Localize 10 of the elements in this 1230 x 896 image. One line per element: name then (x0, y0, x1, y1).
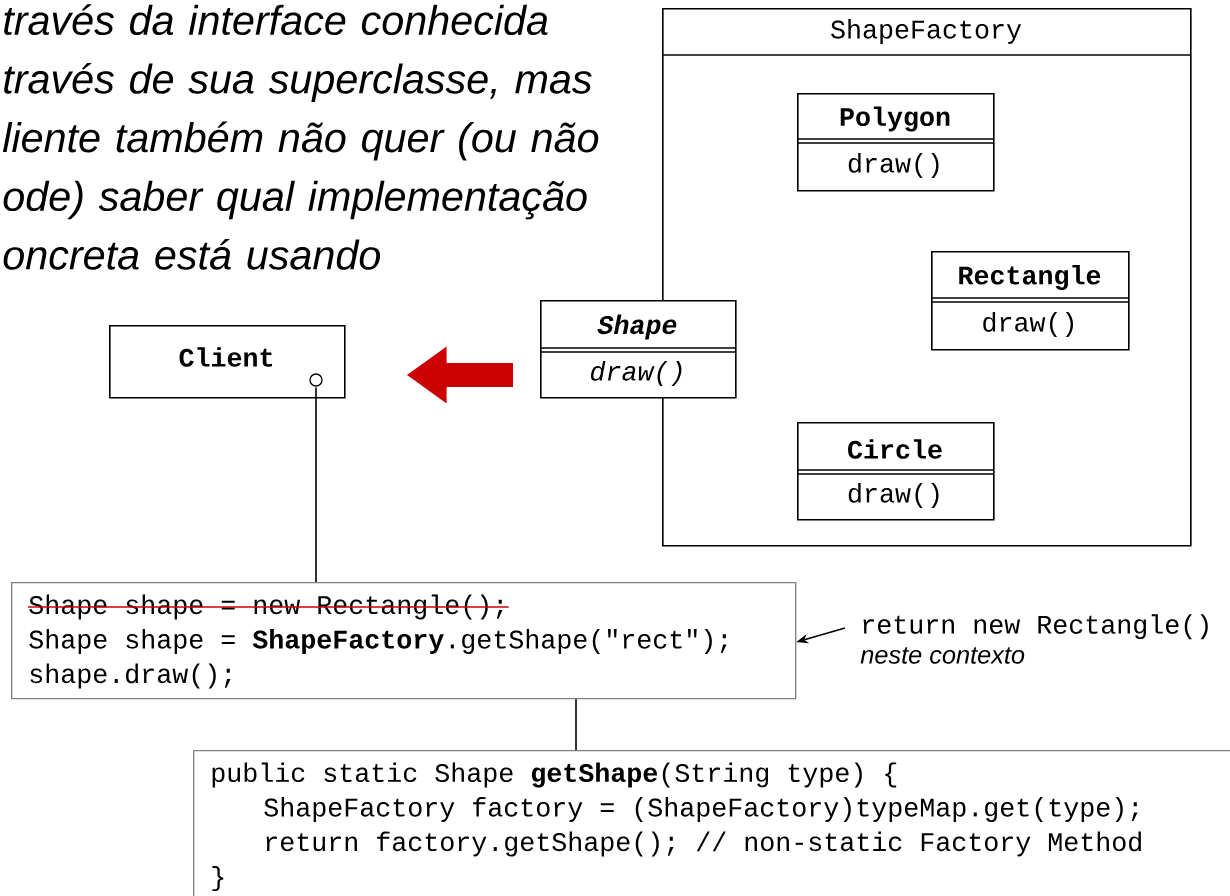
class-box: Circle draw() (796, 422, 995, 521)
class-box: Polygon draw() (796, 93, 995, 192)
class-box: Client (109, 325, 346, 399)
code-box: public static Shape getShape(String type) { ShapeFactory factory = (ShapeFactory)typeMap.get(type); return factory.getShape(); // non-static Factory Method } (193, 750, 1230, 896)
class-box: Shape draw() (539, 300, 737, 399)
class-box: Rectangle draw() (930, 251, 1130, 351)
annotation-text: return new Rectangle() neste contexto (860, 614, 1208, 664)
leader-line (315, 386, 317, 583)
description-text: través da interface conhecida través de sua superclasse, mas liente também não quer (ou não ode) saber qual implementação oncreta está usando (2, 4, 599, 270)
connector-line (575, 698, 577, 751)
